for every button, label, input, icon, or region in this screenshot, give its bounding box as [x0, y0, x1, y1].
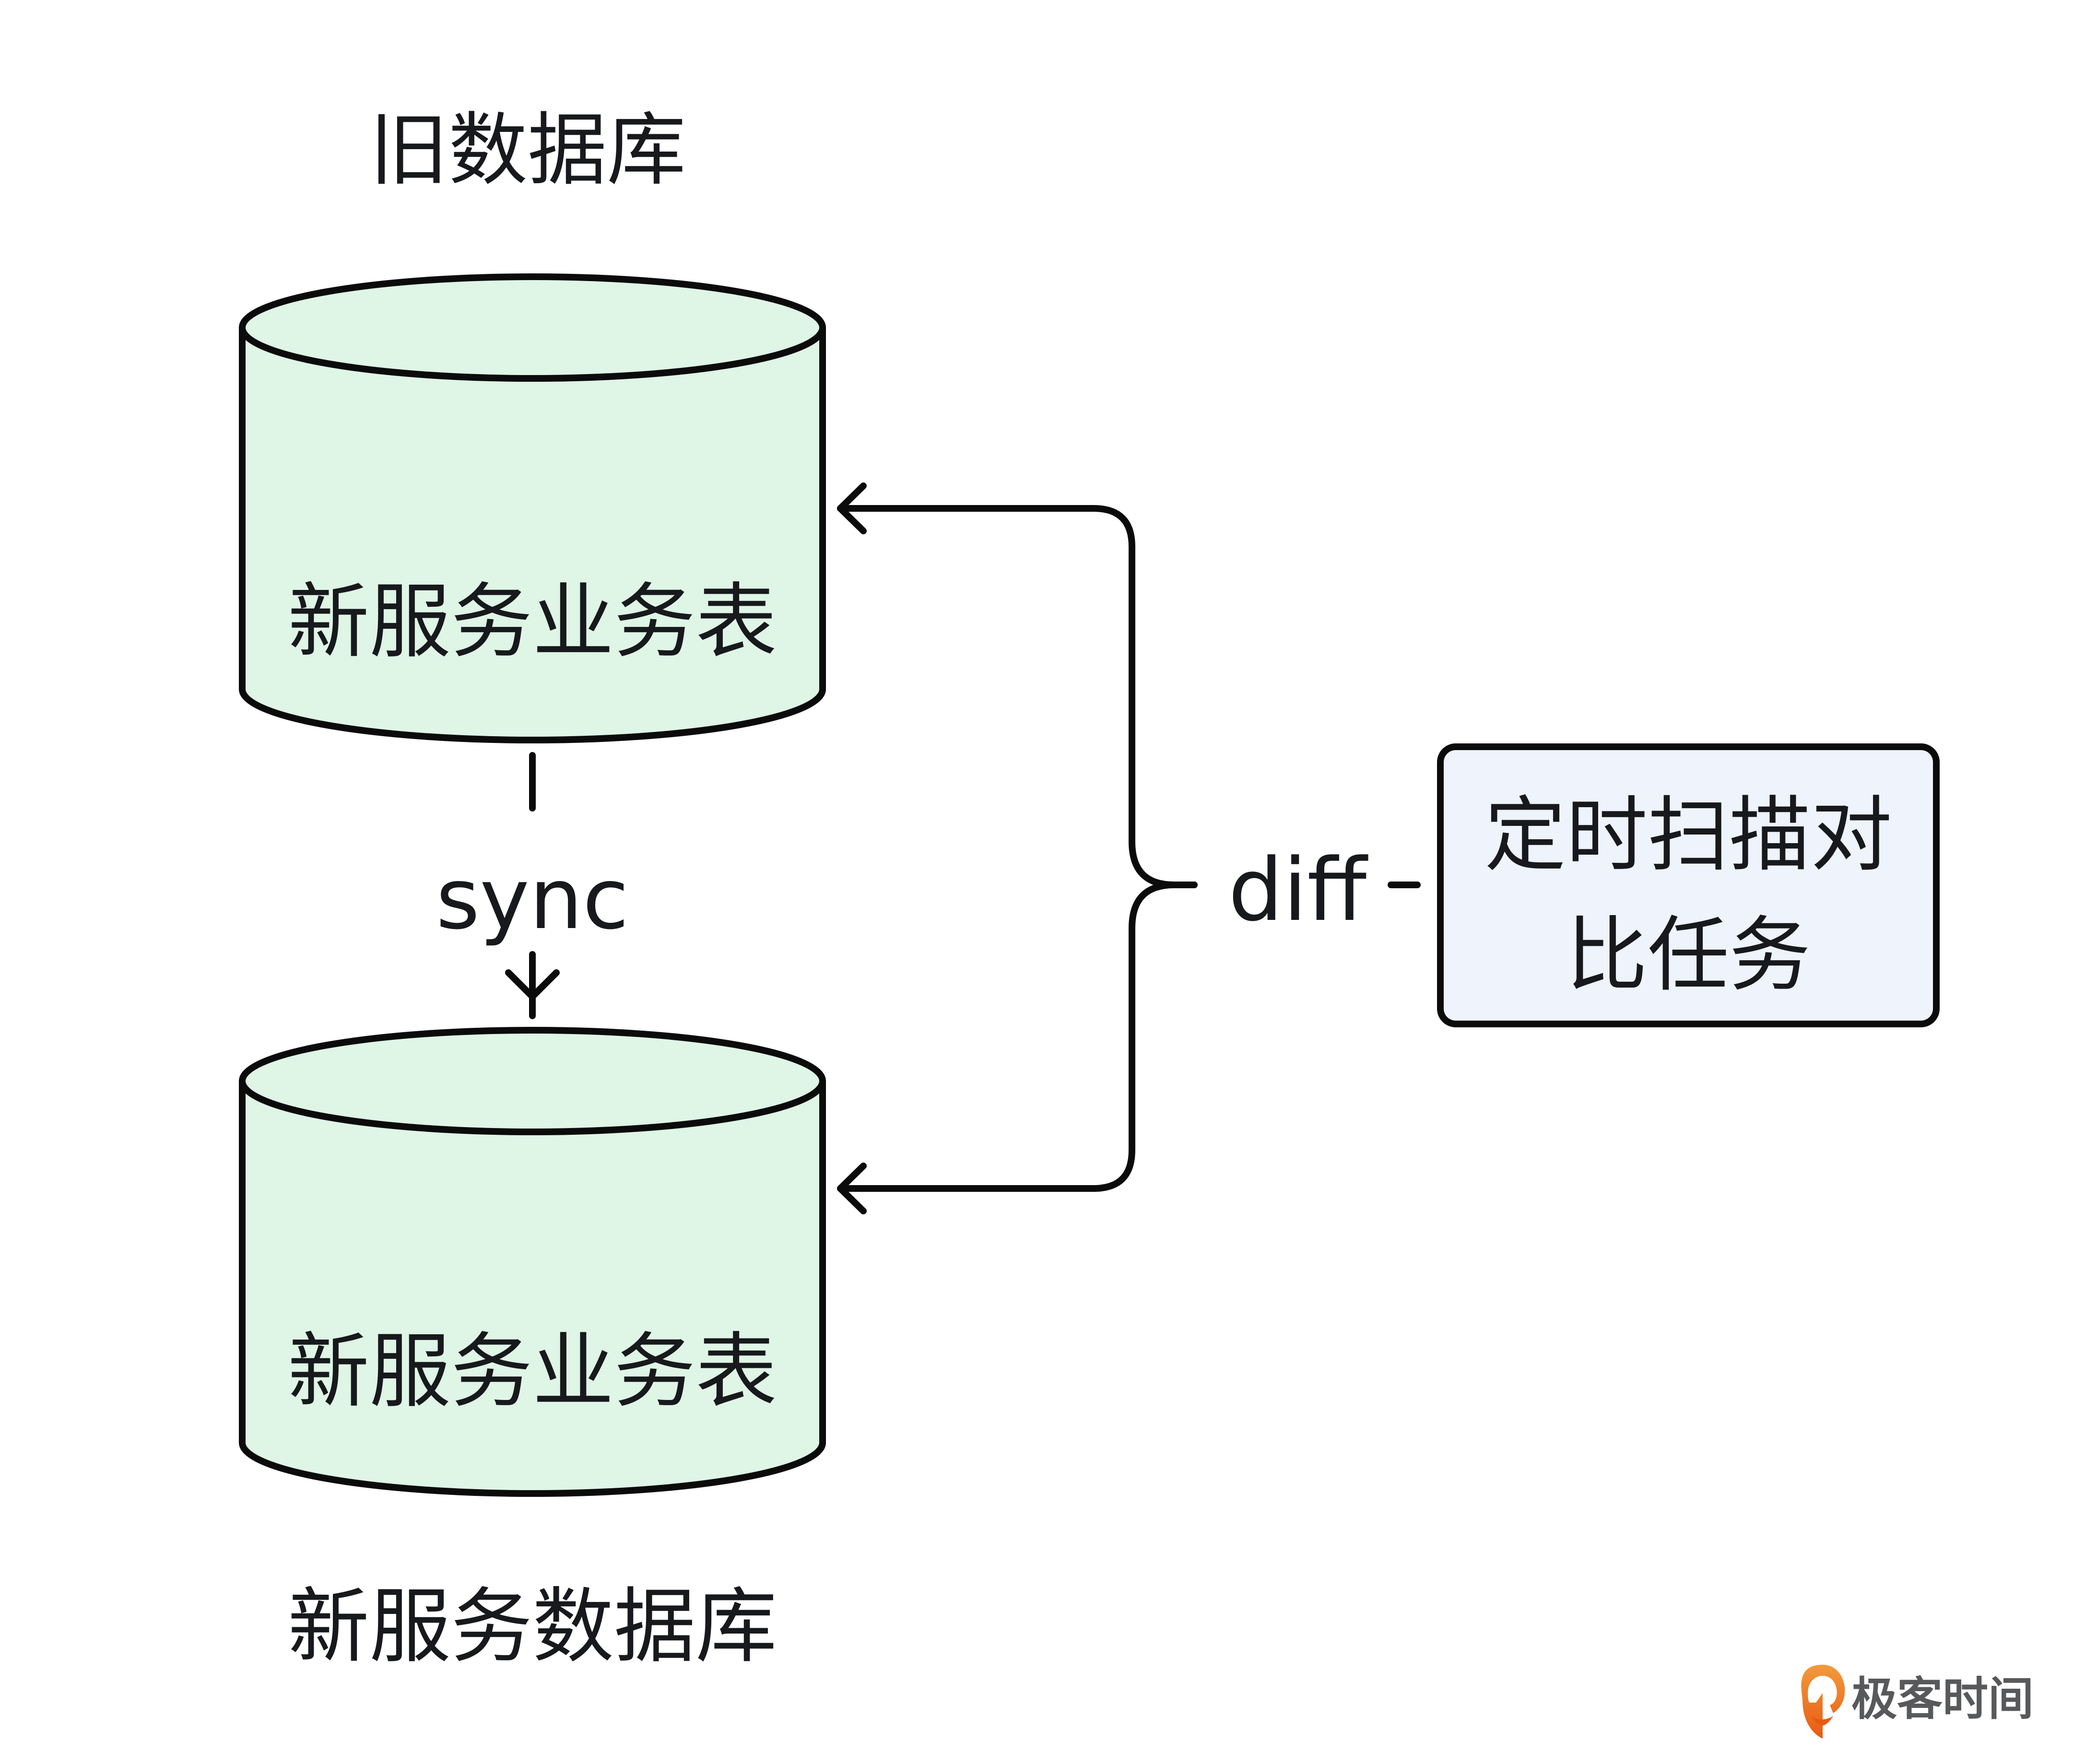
diff-edge: diff [837, 482, 1421, 1214]
new-db-cylinder: 新服务业务表 [239, 1027, 826, 1497]
diff-brace-bottom [837, 882, 1198, 1192]
scan-task-label-line2: 比任务 [1566, 908, 1811, 1003]
scan-task-box [1437, 743, 1940, 1027]
sync-label: sync [436, 851, 629, 948]
old-db-cylinder-body [239, 324, 826, 743]
old-db-cylinder: 新服务业务表 [239, 273, 826, 743]
new-db-title: 新服务数据库 [288, 1579, 777, 1674]
old-db-table-label: 新服务业务表 [288, 575, 777, 670]
diff-arrowhead-bottom-icon [837, 1163, 867, 1214]
new-db-cylinder-top [239, 1027, 826, 1135]
new-db-table-label: 新服务业务表 [288, 1324, 777, 1419]
diff-brace-top [837, 505, 1198, 888]
new-db-cylinder-body [239, 1078, 826, 1497]
sync-arrowhead-icon [505, 969, 560, 1000]
scan-task-label-line1: 定时扫描对 [1484, 788, 1892, 883]
brand-text: 极客时间 [1851, 1673, 2034, 1726]
old-db-title: 旧数据库 [369, 104, 686, 196]
sync-edge: sync [436, 752, 629, 1019]
geektime-logo-icon [1801, 1665, 1845, 1739]
scan-task-node: 定时扫描对 比任务 [1437, 743, 1940, 1027]
old-db-cylinder-top [239, 273, 826, 382]
diff-label: diff [1228, 840, 1368, 941]
diff-arrowhead-top-icon [837, 482, 867, 534]
watermark: 极客时间 [1801, 1665, 2034, 1739]
